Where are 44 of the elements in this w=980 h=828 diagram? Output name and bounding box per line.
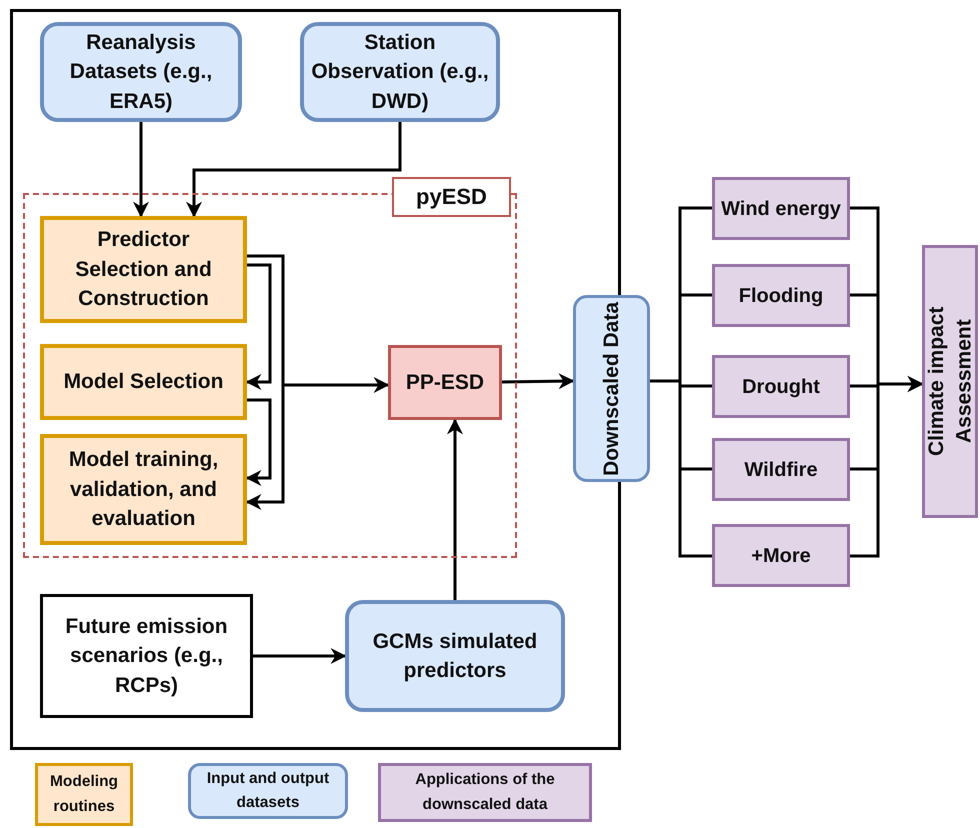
frame-box — [10, 9, 621, 750]
dataset-box — [40, 22, 242, 122]
dataset-box — [345, 600, 565, 712]
arrow — [447, 418, 463, 600]
node-label: Wind energy — [720, 196, 842, 222]
legend-swatch: Applications of the downscaled data — [378, 763, 592, 822]
container-title: pyESD — [392, 177, 511, 217]
arrow — [245, 398, 272, 486]
routine-box — [40, 434, 247, 545]
node-label: GCMs simulated predictors — [372, 628, 538, 684]
legend-swatch: Modeling routines — [35, 763, 133, 826]
arrow — [133, 122, 149, 218]
node-label: Wildfire — [743, 458, 819, 482]
application-box — [712, 438, 850, 501]
application-box — [712, 524, 850, 587]
routine-box — [40, 344, 247, 420]
arrow — [253, 648, 347, 664]
application-box — [712, 355, 850, 418]
assessment-box — [922, 245, 978, 518]
arrow — [502, 373, 575, 390]
node-label: PP-ESD — [404, 370, 486, 396]
node-label: Climate impact Assessment — [924, 306, 976, 458]
application-box — [712, 264, 850, 327]
node-label: Flooding — [738, 284, 824, 308]
node-label: +More — [750, 544, 812, 568]
node-label: Future emission scenarios (e.g., RCPs) — [64, 614, 229, 699]
node-label: Model Selection — [62, 369, 224, 396]
routine-box — [40, 216, 247, 323]
arrow — [247, 254, 390, 393]
node-label: Reanalysis Datasets (e.g., ERA5) — [68, 30, 214, 115]
node-label: Drought — [741, 374, 821, 400]
arrow — [245, 264, 272, 390]
node-label: Station Observation (e.g., DWD) — [310, 30, 490, 115]
application-box — [712, 177, 850, 240]
process-box — [388, 345, 502, 420]
legend-swatch: Input and output datasets — [188, 763, 348, 819]
connector-line — [650, 380, 712, 558]
dataset-box — [573, 295, 650, 482]
arrow — [186, 122, 402, 218]
node-label: Downscaled Data — [598, 302, 624, 476]
dataset-box — [300, 22, 500, 122]
node-label: Predictor Selection and Construction — [74, 227, 213, 312]
node-label: Model training, validation, and evaluation — [68, 447, 220, 532]
scenario-box — [40, 594, 253, 718]
